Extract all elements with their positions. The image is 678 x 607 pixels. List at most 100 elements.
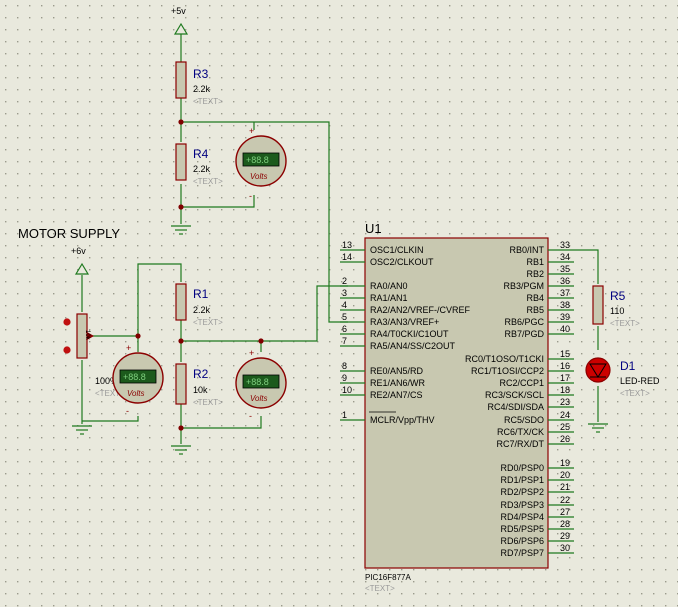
meter-display: +88.8: [246, 377, 269, 387]
pin-name: RA4/T0CKI/C1OUT: [370, 329, 449, 339]
pin-number: 19: [560, 458, 570, 468]
resistor-ref: R1: [193, 287, 209, 301]
pin-name: RD5/PSP5: [500, 524, 544, 534]
pin-number: 34: [560, 252, 570, 262]
mcu-part: PIC16F877A: [365, 573, 411, 582]
meter-unit: Volts: [127, 389, 145, 398]
led-value: LED-RED: [620, 376, 660, 386]
potentiometer[interactable]: 10k 100% <TEXT>: [63, 313, 125, 398]
pin-number: 38: [560, 300, 570, 310]
pin-number: 17: [560, 373, 570, 383]
ground-pot: [72, 425, 92, 435]
resistor-ref: R5: [610, 289, 626, 303]
meter-plus: +: [249, 126, 254, 136]
pot-up-button[interactable]: [63, 318, 71, 326]
resistor-ref: R3: [193, 67, 209, 81]
resistor-value: 110: [610, 306, 624, 316]
mcu-ref: U1: [365, 221, 382, 236]
pin-number: 28: [560, 519, 570, 529]
led-text: <TEXT>: [620, 389, 650, 398]
resistor-r3[interactable]: R3 2.2k <TEXT>: [175, 61, 223, 106]
pin-name: RC2/CCP1: [499, 378, 544, 388]
pin-number: 16: [560, 361, 570, 371]
pin-number: 30: [560, 543, 570, 553]
resistor-r2[interactable]: R2 10k <TEXT>: [175, 363, 223, 407]
pin-name: RA2/AN2/VREF-/CVREF: [370, 305, 471, 315]
meter-unit: Volts: [250, 172, 268, 181]
pin-number: 8: [342, 361, 347, 371]
pin-name: RA1/AN1: [370, 293, 408, 303]
pin-number: 29: [560, 531, 570, 541]
pin-name: RD0/PSP0: [500, 463, 544, 473]
resistor-text: <TEXT>: [193, 97, 223, 106]
pin-number: 23: [560, 397, 570, 407]
resistor-text: <TEXT>: [610, 319, 640, 328]
voltmeter-1[interactable]: +88.8 Volts + -: [235, 126, 287, 201]
pot-down-button[interactable]: [63, 346, 71, 354]
pin-name: RD6/PSP6: [500, 536, 544, 546]
voltmeter-3[interactable]: +88.8 Volts + -: [235, 348, 287, 421]
voltmeter-2[interactable]: +88.8 Volts + -: [112, 343, 164, 416]
resistor-ref: R4: [193, 147, 209, 161]
led-d1[interactable]: D1 LED-RED <TEXT>: [585, 357, 660, 398]
pin-number: 26: [560, 434, 570, 444]
resistor-r5[interactable]: R5 110 <TEXT>: [592, 285, 640, 328]
pin-number: 13: [342, 240, 352, 250]
pin-number: 40: [560, 324, 570, 334]
meter-minus: -: [249, 191, 252, 201]
pin-number: 21: [560, 482, 570, 492]
resistor-value: 2.2k: [193, 305, 211, 315]
pin-number: 4: [342, 300, 347, 310]
pin-name: RB3/PGM: [503, 281, 544, 291]
led-ref: D1: [620, 359, 636, 373]
pin-name: RA0/AN0: [370, 281, 408, 291]
meter-display: +88.8: [123, 372, 146, 382]
resistor-r4[interactable]: R4 2.2k <TEXT>: [175, 143, 223, 186]
pin-number: 20: [560, 470, 570, 480]
resistor-r1[interactable]: R1 2.2k <TEXT>: [175, 283, 223, 327]
power-6v: +6v: [71, 246, 90, 275]
pin-number: 18: [560, 385, 570, 395]
pin-number: 5: [342, 312, 347, 322]
pin-number: 37: [560, 288, 570, 298]
